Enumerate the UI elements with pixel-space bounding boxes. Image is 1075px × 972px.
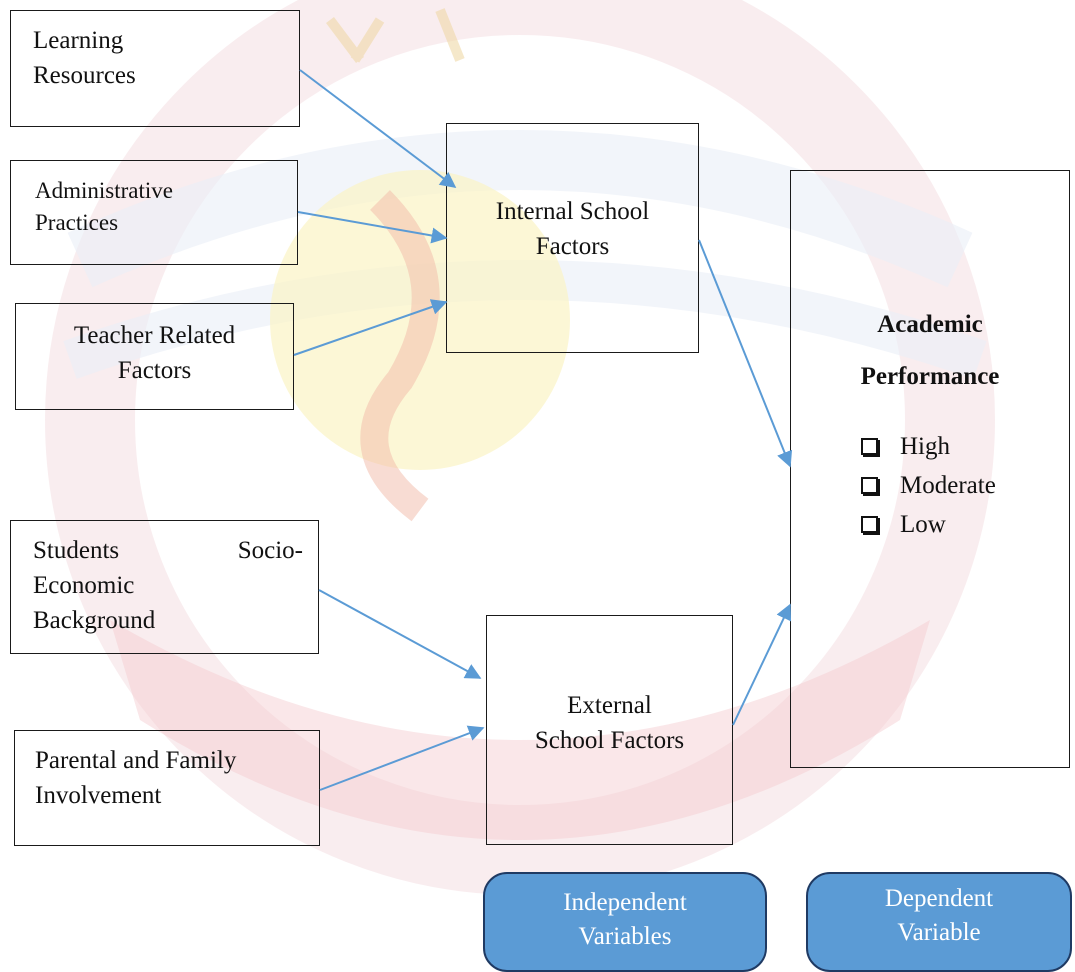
- academic-performance-box: Academic Performance High Moderate Low: [790, 170, 1070, 768]
- external-line1: External: [567, 692, 652, 719]
- administrative-practices-box: Administrative Practices: [10, 160, 298, 265]
- academic-performance-title1: Academic: [877, 311, 983, 338]
- parental-family-line1: Parental and Family: [35, 747, 237, 774]
- administrative-practices-line1: Administrative: [35, 178, 173, 203]
- checkbox-icon: [861, 438, 878, 455]
- legend-dependent-variable: Dependent Variable: [806, 872, 1072, 972]
- arrow-teacher-to-internal: [293, 299, 448, 356]
- external-line2: School Factors: [534, 727, 685, 754]
- socio-economic-box: Students Socio- Economic Background: [10, 520, 319, 654]
- level-low-label: Low: [900, 511, 946, 538]
- learning-resources-box: Learning Resources: [10, 10, 300, 127]
- parental-family-box: Parental and Family Involvement: [14, 730, 320, 846]
- arrow-socio-to-external: [318, 589, 482, 679]
- arrow-learning-to-internal: [299, 69, 457, 188]
- legend-independent-variables: Independent Variables: [483, 872, 767, 972]
- level-low: Low: [861, 507, 946, 542]
- internal-school-factors-box: Internal School Factors: [446, 123, 699, 353]
- checkbox-icon: [861, 516, 878, 533]
- arrow-parental-to-external: [319, 725, 485, 791]
- socio-economic-word4: Background: [33, 607, 156, 634]
- level-moderate-label: Moderate: [900, 472, 996, 499]
- legend-independent-line1: Independent: [563, 889, 687, 916]
- parental-family-line2: Involvement: [35, 782, 162, 809]
- external-school-factors-box: External School Factors: [486, 615, 733, 845]
- learning-resources-line2: Resources: [33, 62, 136, 89]
- socio-economic-word2: Socio-: [237, 537, 303, 564]
- internal-line1: Internal School: [495, 198, 650, 225]
- academic-performance-title2: Performance: [860, 363, 1000, 390]
- learning-resources-line1: Learning: [33, 27, 124, 54]
- internal-line2: Factors: [535, 233, 610, 260]
- checkbox-icon: [861, 477, 878, 494]
- socio-economic-word1: Students: [33, 537, 120, 564]
- level-high-label: High: [900, 433, 950, 460]
- arrow-administrative-to-internal: [297, 211, 448, 244]
- level-moderate: Moderate: [861, 468, 996, 503]
- teacher-related-line2: Factors: [117, 357, 192, 384]
- teacher-related-line1: Teacher Related: [73, 322, 236, 349]
- arrow-internal-to-performance: [698, 239, 793, 468]
- legend-dependent-line1: Dependent: [884, 885, 994, 912]
- arrow-external-to-performance: [732, 603, 792, 726]
- legend-dependent-line2: Variable: [897, 919, 981, 946]
- administrative-practices-line2: Practices: [35, 210, 119, 236]
- teacher-related-factors-box: Teacher Related Factors: [15, 303, 294, 410]
- legend-independent-line2: Variables: [578, 923, 672, 950]
- level-high: High: [861, 429, 950, 464]
- socio-economic-word3: Economic: [33, 572, 135, 599]
